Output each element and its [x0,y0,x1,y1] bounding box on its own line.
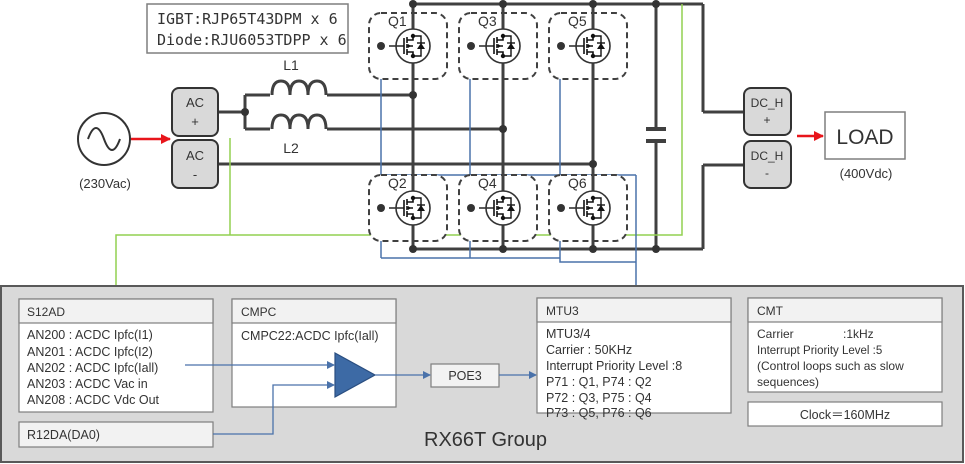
mtu3-block: MTU3 MTU3/4 Carrier : 50KHz Interrupt Pr… [536,297,732,420]
diode-part-label: Diode:RJU6053TDPP x 6 [157,31,347,49]
cmpc-line: CMPC22:ACDC Ipfc(Iall) [241,329,379,343]
cmt-block: CMT Carrier :1kHz Interrupt Priority Lev… [747,297,943,393]
s12ad-line: AN202 : ACDC Ipfc(Iall) [27,361,158,375]
comparator-icon [334,351,377,399]
cmpc-header: CMPC [241,305,277,319]
switch-label: Q1 [388,13,407,29]
ac-minus-name: AC [186,148,204,163]
clock-block: Clock＝160MHz [747,401,943,427]
inductor-l2: L2 [270,113,328,156]
gate-terminal [557,204,565,212]
dc-plus-sign: + [763,113,770,127]
gate-terminal [377,42,385,50]
ac-plus-name: AC [186,95,204,110]
inductor-l1-label: L1 [283,57,299,73]
junction-dots [241,0,660,253]
load-voltage-label: (400Vdc) [840,166,893,181]
s12ad-header: S12AD [27,305,65,319]
igbt-switch-q4: Q4 [458,174,538,242]
mtu3-line: MTU3/4 [546,327,591,341]
source-voltage-label: (230Vac) [79,176,131,191]
igbt-switch-q1: Q1 [368,12,448,80]
switch-label: Q4 [478,175,497,191]
internal-signals [185,361,537,435]
ac-minus-sign: - [193,167,197,182]
load-box: LOAD (400Vdc) [824,111,906,181]
capacitor [646,127,666,143]
igbt-switch-q6: Q6 [548,174,628,242]
mtu3-line: P71 : Q1, P74 : Q2 [546,375,652,389]
ac-plus-terminal: AC + [171,87,219,137]
switch-label: Q3 [478,13,497,29]
dc-minus-sign: - [765,166,769,180]
inductor-l2-label: L2 [283,140,299,156]
gate-terminal [467,42,475,50]
cmt-carrier-value: :1kHz [843,327,874,341]
cmt-line: Interrupt Priority Level :5 [757,345,882,357]
poe3-label: POE3 [448,369,481,383]
dc-minus-terminal: DC_H - [743,140,792,189]
clock-label: Clock＝160MHz [800,408,890,422]
switch-label: Q6 [568,175,587,191]
s12ad-block: S12AD AN200 : ACDC Ipfc(I1) AN201 : ACDC… [18,298,214,413]
ac-minus-terminal: AC - [171,139,219,189]
load-label: LOAD [836,126,893,149]
dc-plus-name: DC_H [751,96,784,110]
r12da-block: R12DA(DA0) [18,421,214,448]
mtu3-line: Interrupt Priority Level :8 [546,359,682,373]
device-note-box: IGBT:RJP65T43DPM x 6 Diode:RJU6053TDPP x… [146,3,349,54]
dc-minus-name: DC_H [751,149,784,163]
ac-plus-sign: + [191,114,199,129]
cmt-header: CMT [757,304,784,318]
igbt-switch-q5: Q5 [548,12,628,80]
mtu3-line: P72 : Q3, P75 : Q4 [546,391,652,405]
gate-terminal [557,42,565,50]
s12ad-line: AN200 : ACDC Ipfc(I1) [27,328,153,342]
mtu3-line: Carrier : 50KHz [546,343,632,357]
s12ad-line: AN201 : ACDC Ipfc(I2) [27,345,153,359]
inductor-l1: L1 [270,57,328,96]
dc-plus-terminal: DC_H + [743,87,792,136]
s12ad-line: AN203 : ACDC Vac in [27,377,148,391]
gate-terminal [377,204,385,212]
cmpc-block: CMPC CMPC22:ACDC Ipfc(Iall) [231,298,397,408]
mcu-title: RX66T Group [424,429,547,451]
mtu3-line: P73 : Q5, P76 : Q6 [546,406,652,420]
mcu-rx66t: RX66T Group S12AD AN200 : ACDC Ipfc(I1) … [0,285,964,463]
cmt-carrier-label: Carrier [757,327,794,341]
poe3-block: POE3 [430,363,500,388]
gate-terminal [467,204,475,212]
igbt-part-label: IGBT:RJP65T43DPM x 6 [157,10,338,28]
cmt-line: sequences) [757,375,819,389]
s12ad-line: AN208 : ACDC Vdc Out [27,393,160,407]
r12da-label: R12DA(DA0) [27,428,100,442]
igbt-switch-q2: Q2 [368,174,448,242]
cmt-line: (Control loops such as slow [757,359,904,373]
igbt-switch-q3: Q3 [458,12,538,80]
mtu3-header: MTU3 [546,304,579,318]
switch-label: Q5 [568,13,587,29]
ac-source: (230Vac) [77,112,171,191]
gate-drive-lines [377,51,637,296]
switch-label: Q2 [388,175,407,191]
